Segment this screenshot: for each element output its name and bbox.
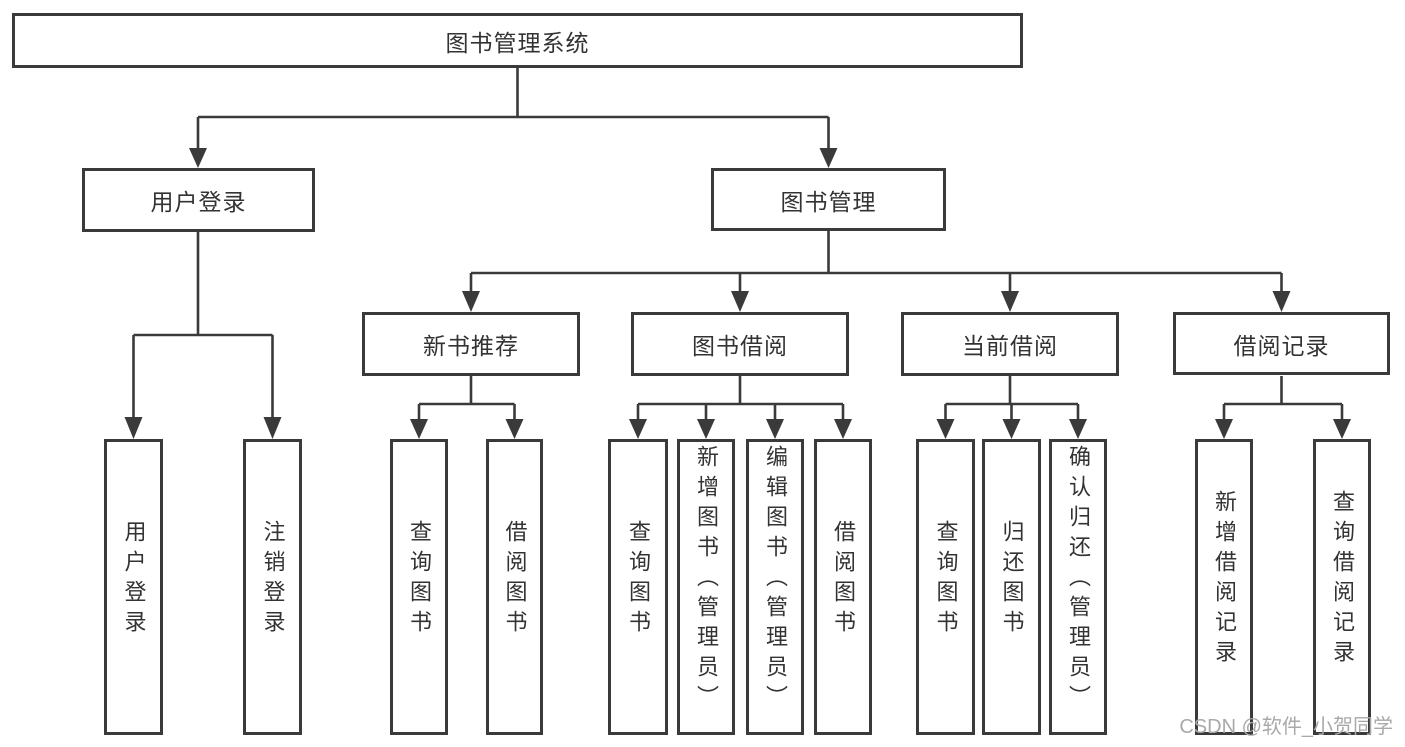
node-book-mgmt-label: 图书管理 — [780, 188, 877, 215]
arrowhead — [1069, 419, 1087, 439]
leaf-query-borrow-record-label: 查询借阅记录 — [1330, 490, 1355, 670]
connector-user-login — [132, 232, 274, 419]
connector-root — [196, 68, 830, 150]
leaf-borrow-edit-book: 编辑图书（管理员） — [746, 439, 804, 735]
leaf-logout: 注销登录 — [243, 439, 302, 735]
leaf-cur-query-book: 查询图书 — [916, 439, 975, 735]
leaf-rec-query-book-label: 查询图书 — [407, 520, 432, 640]
arrowhead — [834, 419, 852, 439]
node-current-borrow: 当前借阅 — [901, 312, 1119, 376]
node-new-book-rec-label: 新书推荐 — [423, 333, 519, 359]
leaf-user-login: 用户登录 — [104, 439, 163, 735]
connector-book-borrow — [636, 376, 845, 421]
arrowhead — [263, 417, 282, 439]
leaf-borrow-query-book-label: 查询图书 — [626, 520, 651, 640]
node-book-borrow-label: 图书借阅 — [692, 333, 788, 359]
leaf-add-borrow-record-label: 新增借阅记录 — [1212, 490, 1237, 670]
leaf-borrow-borrow-book: 借阅图书 — [814, 439, 872, 735]
leaf-cur-return-book-label: 归还图书 — [999, 520, 1025, 640]
connector-book-mgmt — [469, 231, 1283, 293]
arrowhead — [1272, 291, 1291, 312]
arrowhead — [1333, 419, 1351, 439]
arrowhead — [1002, 419, 1021, 439]
connector-current-borrow — [944, 376, 1080, 421]
node-user-login-label: 用户登录 — [150, 189, 247, 215]
leaf-cur-query-book-label: 查询图书 — [933, 520, 959, 640]
node-new-book-rec: 新书推荐 — [362, 312, 580, 376]
arrowhead — [766, 419, 784, 439]
node-book-borrow: 图书借阅 — [631, 312, 849, 376]
arrowhead — [697, 419, 715, 439]
node-borrow-record: 借阅记录 — [1173, 312, 1390, 375]
arrowhead — [1215, 419, 1233, 439]
node-root: 图书管理系统 — [12, 13, 1023, 68]
arrowheads — [124, 148, 1351, 439]
arrowhead — [505, 419, 524, 439]
arrowhead — [410, 419, 428, 439]
arrowhead — [189, 148, 207, 168]
leaf-borrow-add-book: 新增图书（管理员） — [677, 439, 735, 735]
leaf-logout-label: 注销登录 — [260, 520, 286, 640]
leaf-add-borrow-record: 新增借阅记录 — [1195, 439, 1253, 735]
node-user-login: 用户登录 — [82, 168, 315, 232]
arrowhead — [629, 419, 647, 439]
arrowhead — [819, 148, 838, 168]
node-book-mgmt: 图书管理 — [711, 168, 946, 231]
leaf-rec-borrow-book: 借阅图书 — [486, 439, 543, 735]
leaf-rec-borrow-book-label: 借阅图书 — [502, 520, 528, 640]
node-borrow-record-label: 借阅记录 — [1233, 332, 1330, 359]
arrowhead — [936, 419, 955, 439]
node-root-label: 图书管理系统 — [445, 29, 590, 56]
leaf-borrow-borrow-book-label: 借阅图书 — [831, 520, 856, 640]
leaf-user-login-label: 用户登录 — [121, 520, 147, 640]
arrowhead — [731, 291, 749, 312]
arrowhead — [124, 417, 143, 439]
leaf-borrow-query-book: 查询图书 — [608, 439, 668, 735]
connector-borrow-record — [1222, 376, 1344, 421]
node-current-borrow-label: 当前借阅 — [962, 333, 1058, 359]
arrowhead — [1001, 291, 1019, 312]
arrowhead — [462, 291, 480, 312]
leaf-borrow-add-book-label: 新增图书（管理员） — [694, 445, 719, 715]
leaf-borrow-edit-book-label: 编辑图书（管理员） — [763, 445, 788, 715]
leaf-cur-return-book: 归还图书 — [982, 439, 1041, 735]
leaf-cur-confirm-return: 确认归还（管理员） — [1049, 439, 1107, 735]
leaf-query-borrow-record: 查询借阅记录 — [1313, 439, 1371, 735]
connector-paths — [132, 68, 1344, 421]
leaf-rec-query-book: 查询图书 — [390, 439, 448, 735]
connector-new-book-rec — [417, 376, 516, 421]
leaf-cur-confirm-return-label: 确认归还（管理员） — [1066, 445, 1091, 715]
csdn-watermark: CSDN @软件_小贺同学 — [1179, 716, 1393, 738]
